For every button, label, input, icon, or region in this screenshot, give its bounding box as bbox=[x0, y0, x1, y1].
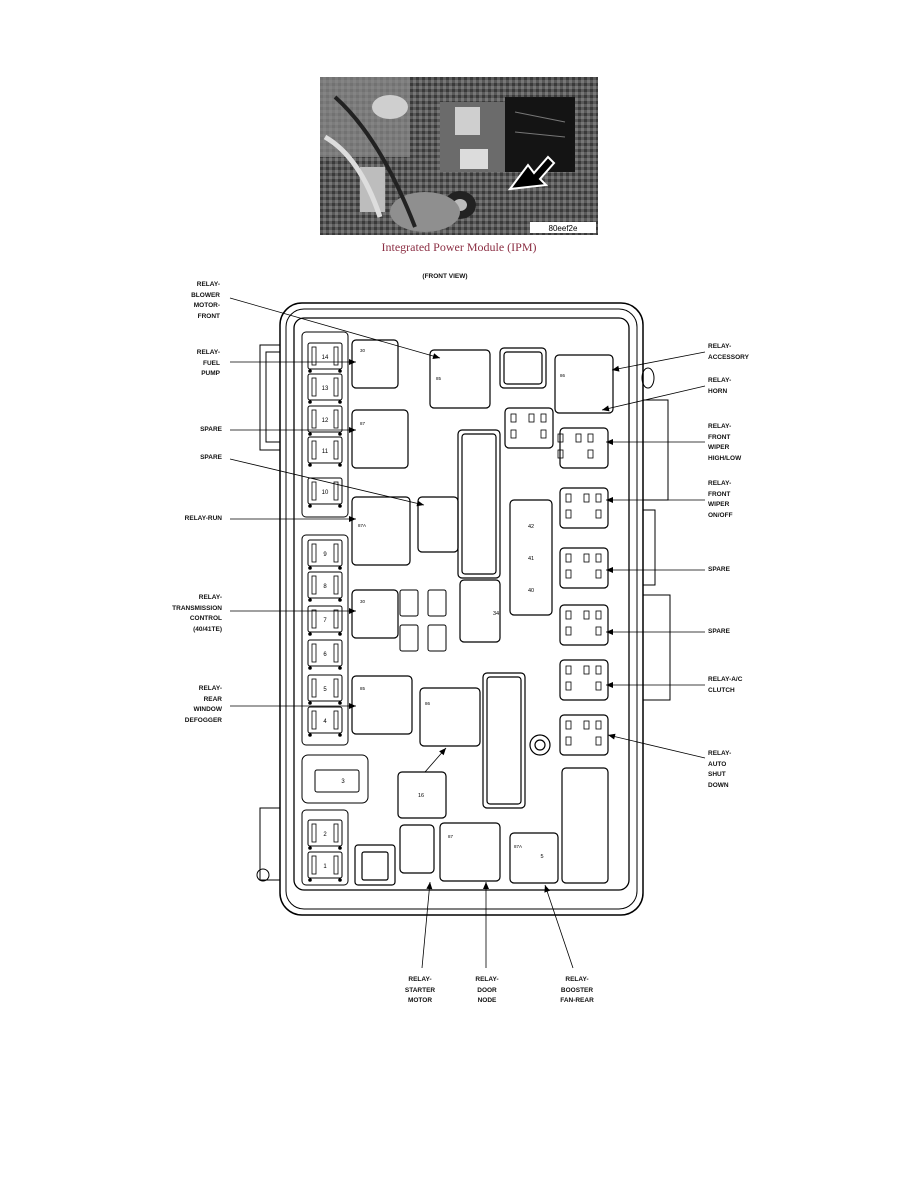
svg-text:14: 14 bbox=[322, 355, 329, 361]
relay-wiper-hl-box bbox=[559, 427, 609, 469]
view-label: (FRONT VIEW) bbox=[422, 273, 468, 280]
svg-text:1: 1 bbox=[323, 864, 327, 870]
label-relay-accessory: RELAY- ACCESSORY bbox=[708, 343, 749, 361]
fuse-34-box bbox=[459, 579, 501, 643]
relay-spare-2-box bbox=[417, 496, 459, 553]
svg-text:30: 30 bbox=[360, 599, 366, 604]
svg-text:12: 12 bbox=[322, 418, 329, 424]
svg-text:87A: 87A bbox=[514, 844, 522, 849]
svg-text:85: 85 bbox=[360, 686, 366, 691]
label-relay-front-wiper-high-low: RELAY- FRONT WIPER HIGH/LOW bbox=[708, 423, 742, 462]
label-spare-2: SPARE bbox=[200, 454, 222, 461]
label-spare-1: SPARE bbox=[200, 426, 222, 433]
relay-top-center-box bbox=[499, 347, 547, 389]
label-relay-starter-motor: RELAY- STARTER MOTOR bbox=[404, 976, 436, 1004]
svg-text:10: 10 bbox=[322, 490, 329, 496]
right-bottom-fuse-block bbox=[561, 767, 609, 884]
svg-text:7: 7 bbox=[323, 618, 327, 624]
fuse-11: 11 bbox=[307, 436, 343, 467]
small-fuse-41: 41 bbox=[528, 556, 534, 562]
label-relay-fuel-pump: RELAY- FUEL PUMP bbox=[196, 349, 220, 377]
svg-text:4: 4 bbox=[323, 719, 327, 725]
relay-spare-1-box bbox=[351, 409, 409, 469]
relay-rear-defog-box bbox=[351, 675, 413, 735]
relay-wiper-onoff-box bbox=[559, 487, 609, 529]
fuse-8: 8 bbox=[307, 571, 343, 602]
svg-text:5: 5 bbox=[323, 687, 327, 693]
label-relay-transmission-control: RELAY- TRANSMISSION CONTROL (40/41TE) bbox=[172, 594, 222, 633]
svg-text:13: 13 bbox=[322, 386, 329, 392]
relay-horn-box bbox=[504, 407, 554, 449]
svg-text:85: 85 bbox=[436, 376, 442, 381]
label-relay-blower-motor-front: RELAY- BLOWER MOTOR- FRONT bbox=[191, 281, 220, 320]
relay-blower-box bbox=[429, 349, 491, 409]
fuse-7: 7 bbox=[307, 605, 343, 636]
svg-text:8: 8 bbox=[323, 584, 327, 590]
svg-text:9: 9 bbox=[323, 552, 327, 558]
small-fuse-34: 34 bbox=[493, 611, 499, 617]
relay-run-box bbox=[351, 496, 411, 566]
label-spare-4: SPARE bbox=[708, 628, 730, 635]
fuse-10: 10 bbox=[307, 477, 343, 508]
relay-accessory-box bbox=[554, 354, 614, 414]
label-relay-rear-window-defogger: RELAY- REAR WINDOW DEFOGGER bbox=[184, 685, 222, 724]
relay-booster-fan-box bbox=[509, 832, 559, 884]
fuse-1: 1 bbox=[307, 851, 343, 882]
small-fuse-16: 16 bbox=[418, 793, 424, 799]
relay-booster-center-box bbox=[419, 687, 481, 747]
label-relay-horn: RELAY- HORN bbox=[708, 377, 732, 395]
fuse-9: 9 bbox=[307, 539, 343, 570]
fuse-2: 2 bbox=[307, 819, 343, 850]
label-relay-booster-fan-rear: RELAY- BOOSTER FAN-REAR bbox=[560, 976, 594, 1004]
fuse-3: 3 bbox=[314, 769, 360, 793]
fuse-13: 13 bbox=[307, 373, 343, 404]
svg-text:3: 3 bbox=[341, 779, 345, 785]
small-fuse-42: 42 bbox=[528, 524, 534, 530]
photo-code: 80eef2e bbox=[549, 224, 578, 233]
small-fuse-40: 40 bbox=[528, 588, 534, 594]
lower-fuse-block bbox=[482, 672, 526, 809]
center-fuse-block bbox=[457, 429, 501, 579]
mini-fuse-block-42 bbox=[509, 499, 553, 616]
small-fuse-5: 5 bbox=[540, 854, 543, 860]
relay-door-node-box bbox=[439, 822, 501, 882]
relay-trans-box bbox=[351, 589, 399, 639]
fuse-5: 5 bbox=[307, 674, 343, 705]
relay-spare-3-box bbox=[559, 547, 609, 589]
label-relay-run: RELAY-RUN bbox=[184, 515, 222, 522]
ipm-photo: 80eef2e bbox=[320, 77, 598, 235]
relay-ac-box bbox=[559, 659, 609, 701]
svg-text:11: 11 bbox=[322, 449, 329, 455]
label-relay-auto-shut-down: RELAY- AUTO SHUT DOWN bbox=[708, 750, 732, 789]
label-relay-ac-clutch: RELAY-A/C CLUTCH bbox=[708, 676, 743, 694]
relay-spare-4-box bbox=[559, 604, 609, 646]
relay-starter-box bbox=[399, 824, 435, 874]
svg-text:87A: 87A bbox=[358, 523, 366, 528]
left-fuse-column: 14 13 12 11 10 9 8 7 6 5 4 3 2 1 bbox=[307, 342, 360, 882]
svg-text:87: 87 bbox=[360, 421, 366, 426]
svg-text:6: 6 bbox=[323, 652, 327, 658]
fuse-16-box bbox=[397, 771, 447, 819]
label-relay-front-wiper-on-off: RELAY- FRONT WIPER ON/OFF bbox=[708, 480, 733, 519]
relay-fuel-pump-box bbox=[351, 339, 399, 389]
svg-text:30: 30 bbox=[360, 348, 366, 353]
svg-text:86: 86 bbox=[425, 701, 431, 706]
fuse-14: 14 bbox=[307, 342, 343, 373]
label-spare-3: SPARE bbox=[708, 566, 730, 573]
fuse-12: 12 bbox=[307, 405, 343, 436]
svg-text:2: 2 bbox=[323, 832, 327, 838]
fuse-4: 4 bbox=[307, 706, 343, 737]
photo-caption: Integrated Power Module (IPM) bbox=[381, 240, 537, 254]
fuse-6: 6 bbox=[307, 639, 343, 670]
svg-text:86: 86 bbox=[560, 373, 566, 378]
label-relay-door-node: RELAY- DOOR NODE bbox=[475, 976, 499, 1004]
svg-text:87: 87 bbox=[448, 834, 454, 839]
